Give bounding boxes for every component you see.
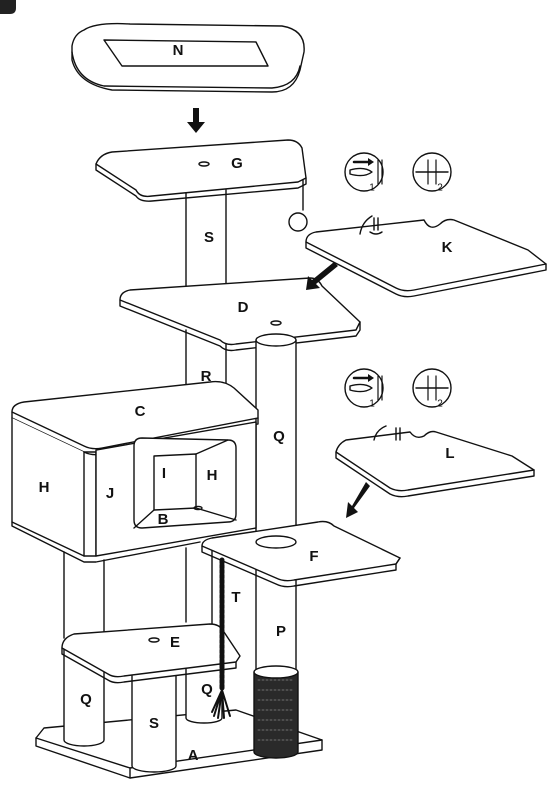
part-lower-posts (63, 543, 213, 639)
label-a: A (188, 747, 199, 764)
label-k: K (442, 239, 453, 256)
part-g-platform (95, 139, 308, 232)
label-q-small: Q (201, 681, 213, 698)
k-step-2: 2 (437, 183, 443, 194)
label-h-left: H (39, 479, 50, 496)
label-e: E (170, 634, 180, 651)
label-d: D (238, 299, 249, 316)
k-step-1: 1 (369, 183, 375, 194)
part-l-platform (335, 425, 535, 498)
arrow-down (187, 108, 205, 133)
part-p-post (253, 559, 299, 759)
label-j: J (106, 485, 114, 502)
label-q-tall: Q (273, 428, 285, 445)
part-bottom-posts (63, 647, 223, 773)
label-c: C (135, 403, 146, 420)
arrow-l (346, 482, 370, 518)
l-detail-circles (344, 368, 452, 408)
label-n: N (173, 42, 184, 59)
part-t-rope (211, 557, 231, 719)
label-p: P (276, 623, 286, 640)
corner-mark (0, 0, 16, 14)
part-n-cushion (71, 22, 305, 93)
label-i: I (162, 465, 166, 482)
part-e-platform (61, 623, 241, 684)
label-s-bottom: S (149, 715, 159, 732)
part-labels: N G S K D R C Q L H J I H B F T P E Q Q … (39, 42, 455, 764)
part-c-condo (11, 380, 259, 563)
label-r: R (201, 368, 212, 385)
arrow-k (306, 262, 338, 290)
label-b: B (158, 511, 169, 528)
label-f: F (309, 548, 318, 565)
label-s-top: S (204, 229, 214, 246)
label-g: G (231, 155, 243, 172)
part-k-platform (305, 215, 547, 298)
label-q-bottom: Q (80, 691, 92, 708)
label-t: T (231, 589, 240, 606)
label-l: L (445, 445, 454, 462)
k-detail-circles (344, 152, 452, 192)
l-step-1: 1 (369, 399, 375, 410)
label-h-inner: H (207, 467, 218, 484)
l-step-2: 2 (437, 399, 443, 410)
part-f-platform (201, 520, 401, 588)
